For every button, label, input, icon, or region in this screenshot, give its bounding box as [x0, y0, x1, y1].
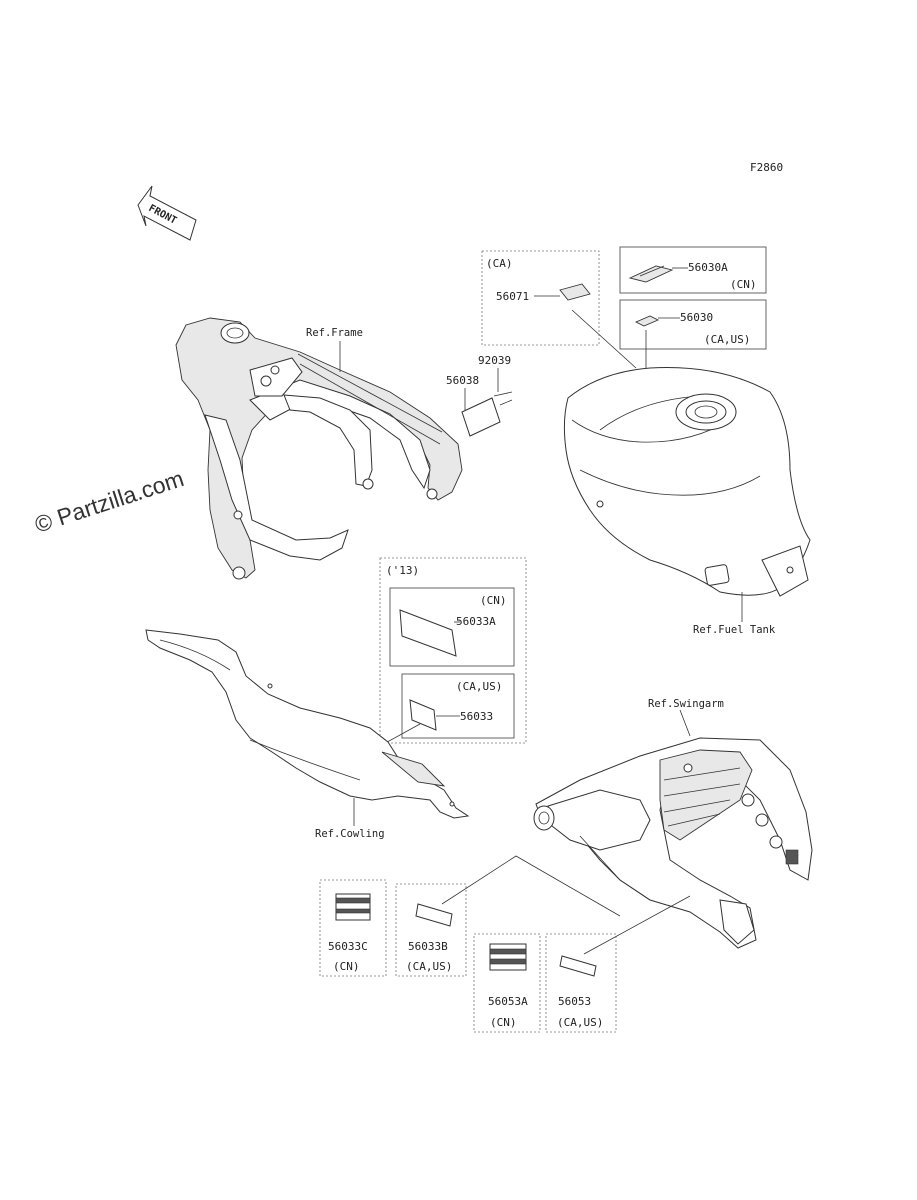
label-56030: 56030: [680, 311, 713, 324]
label-56038: 56038: [446, 374, 479, 387]
group-ca-us-label-56033: (CA,US): [456, 680, 502, 693]
box-56053A-cn: [473, 933, 541, 1033]
cowling-illustration: [145, 629, 470, 819]
box-56033-ca-us: [401, 673, 515, 739]
part-56071-sticker: [559, 283, 591, 301]
group-cn-label-56033A: (CN): [480, 594, 507, 607]
label-56053A: 56053A: [488, 995, 528, 1008]
swingarm-illustration: [533, 737, 813, 949]
ref-fuel-tank-label: Ref.Fuel Tank: [693, 624, 776, 636]
group-ca-label: (CA): [486, 257, 513, 270]
box-56030-ca-us: [619, 299, 767, 350]
label-56030A: 56030A: [688, 261, 728, 274]
part-56038-label-sticker: [461, 397, 501, 437]
group-cn-label-56030A: (CN): [730, 278, 757, 291]
part-56053-sticker: [559, 955, 597, 977]
part-56030-sticker: [634, 315, 660, 327]
group-13-label: ('13): [386, 564, 419, 577]
front-arrow-icon: FRONT: [137, 185, 197, 241]
box-56071-ca: [481, 250, 600, 346]
part-56033A-sticker: [399, 609, 457, 657]
part-56033B-sticker: [415, 903, 453, 927]
group-cn-label-56053A: (CN): [490, 1016, 517, 1029]
box-56033A-cn: [389, 587, 515, 667]
box-56033C-cn: [319, 879, 387, 977]
part-56033C-sticker: [335, 893, 371, 921]
part-56053A-sticker: [489, 943, 527, 971]
label-56033C: 56033C: [328, 940, 368, 953]
box-56030A-cn: [619, 246, 767, 294]
figure-code: F2860: [750, 161, 783, 174]
box-13: [379, 557, 527, 744]
label-56033B: 56033B: [408, 940, 448, 953]
box-56033B-ca-us: [395, 883, 467, 977]
ref-cowling-label: Ref.Cowling: [315, 828, 385, 840]
label-56033: 56033: [460, 710, 493, 723]
label-56033A: 56033A: [456, 615, 496, 628]
label-56053: 56053: [558, 995, 591, 1008]
label-92039: 92039: [478, 354, 511, 367]
watermark: © Partzilla.com: [32, 465, 187, 538]
frame-illustration: [175, 317, 463, 580]
group-ca-us-label-56053: (CA,US): [557, 1016, 603, 1029]
group-ca-us-label-56030: (CA,US): [704, 333, 750, 346]
ref-swingarm-label: Ref.Swingarm: [648, 698, 724, 710]
part-56030A-sticker: [628, 265, 674, 283]
label-56071: 56071: [496, 290, 529, 303]
part-56033-sticker: [409, 699, 437, 731]
fuel-tank-illustration: [563, 367, 811, 597]
group-ca-us-label-56033B: (CA,US): [406, 960, 452, 973]
ref-frame-label: Ref.Frame: [306, 327, 363, 339]
group-cn-label-56033C: (CN): [333, 960, 360, 973]
